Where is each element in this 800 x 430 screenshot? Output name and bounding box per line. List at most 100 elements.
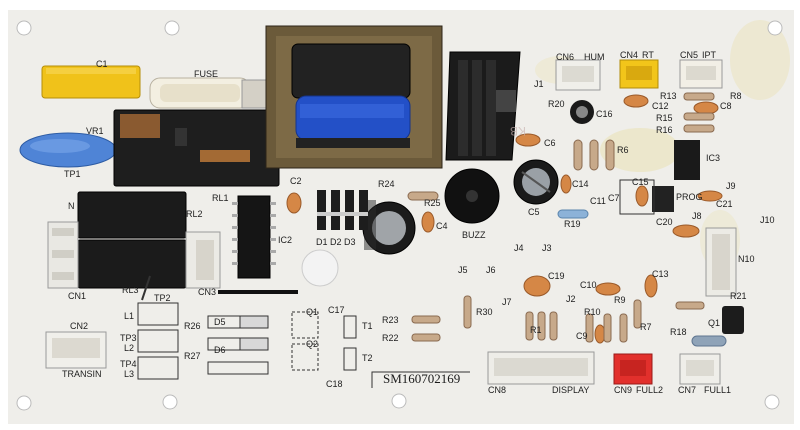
label-d5: D5 bbox=[214, 317, 226, 327]
connector-cn5 bbox=[679, 59, 723, 89]
logo-mark bbox=[301, 249, 339, 287]
label-r6: R6 bbox=[617, 145, 629, 155]
connector-cn6 bbox=[555, 59, 601, 91]
resistors bbox=[407, 92, 727, 347]
label-r20: R20 bbox=[548, 99, 565, 109]
label-transin: TRANSIN bbox=[62, 369, 102, 379]
label-rl3: RL3 bbox=[122, 285, 139, 295]
label-d3: D3 bbox=[344, 237, 356, 247]
label-j3: J3 bbox=[542, 243, 552, 253]
buzzer bbox=[444, 168, 500, 224]
label-r18: R18 bbox=[670, 327, 687, 337]
electrolytic-capacitor-c16 bbox=[570, 100, 594, 124]
label-full1: FULL1 bbox=[704, 385, 732, 395]
label-q2: Q2 bbox=[306, 339, 319, 349]
flux-stain bbox=[730, 20, 790, 100]
label-j6: J6 bbox=[486, 265, 496, 275]
label-c2: C2 bbox=[290, 176, 302, 186]
connector-cn2 bbox=[45, 331, 107, 369]
diode-d5 bbox=[239, 315, 269, 329]
label-r22: R22 bbox=[382, 333, 399, 343]
connector-cn1 bbox=[47, 221, 79, 289]
label-j2: J2 bbox=[566, 294, 576, 304]
label-r13: R13 bbox=[660, 91, 677, 101]
label-c7: C7 bbox=[608, 193, 620, 203]
label-j10: J10 bbox=[760, 215, 775, 225]
label-d2: D2 bbox=[330, 237, 342, 247]
label-cn10: N10 bbox=[738, 254, 755, 264]
label-r15: R15 bbox=[656, 113, 673, 123]
label-tp2: TP2 bbox=[154, 293, 171, 303]
label-r10: R10 bbox=[584, 307, 601, 317]
label-t1: T1 bbox=[362, 321, 373, 331]
label-j7: J7 bbox=[502, 297, 512, 307]
silkscreen-outlines bbox=[137, 179, 655, 388]
label-r25: R25 bbox=[424, 198, 441, 208]
label-c18: C18 bbox=[326, 379, 343, 389]
label-l2: L2 bbox=[124, 343, 135, 353]
label-display: DISPLAY bbox=[552, 385, 590, 395]
label-j1: J1 bbox=[534, 79, 544, 89]
label-c10: C10 bbox=[580, 280, 597, 290]
label-c11: C11 bbox=[590, 196, 606, 206]
label-r9: R9 bbox=[614, 295, 626, 305]
transformer bbox=[265, 25, 443, 169]
label-c6: C6 bbox=[544, 138, 556, 148]
relay-rl1 bbox=[113, 109, 280, 187]
label-r8: R8 bbox=[730, 91, 742, 101]
label-r21: R21 bbox=[730, 291, 747, 301]
label-r24: R24 bbox=[378, 179, 395, 189]
label-ic3: IC3 bbox=[706, 153, 721, 163]
label-hum: HUM bbox=[584, 52, 605, 62]
label-prog: PROG bbox=[676, 192, 703, 202]
label-c21: C21 bbox=[716, 199, 733, 209]
capacitor-c1 bbox=[41, 65, 141, 99]
label-c15: C15 bbox=[632, 177, 649, 187]
label-j4: J4 bbox=[514, 243, 524, 253]
label-c1: C1 bbox=[96, 59, 108, 69]
ceramic-capacitors bbox=[286, 94, 723, 344]
label-c13: C13 bbox=[652, 269, 669, 279]
label-cn6: CN6 bbox=[556, 52, 575, 62]
label-c17: C17 bbox=[328, 305, 345, 315]
label-c12: C12 bbox=[652, 101, 669, 111]
label-l3: L3 bbox=[124, 369, 135, 379]
diode-d6 bbox=[239, 337, 269, 351]
label-rl1: RL1 bbox=[212, 193, 229, 203]
label-c19: C19 bbox=[548, 271, 565, 281]
label-r7: R7 bbox=[640, 322, 652, 332]
serial-number: SM160702169 bbox=[383, 371, 461, 386]
label-c8: C8 bbox=[720, 101, 732, 111]
fuse bbox=[149, 77, 267, 109]
transistor-q1 bbox=[722, 306, 744, 334]
label-r16: R16 bbox=[656, 125, 673, 135]
label-rt: RT bbox=[642, 50, 654, 60]
connector-cn8 bbox=[487, 351, 595, 385]
label-j9: J9 bbox=[726, 181, 736, 191]
label-c20: C20 bbox=[656, 217, 673, 227]
label-tp1: TP1 bbox=[64, 169, 81, 179]
label-r19: R19 bbox=[564, 219, 581, 229]
label-t2: T2 bbox=[362, 353, 373, 363]
mounting-holes bbox=[16, 20, 783, 411]
label-j5: J5 bbox=[458, 265, 468, 275]
label-cn1: CN1 bbox=[68, 291, 87, 301]
label-c9: C9 bbox=[576, 331, 588, 341]
label-q1: Q1 bbox=[306, 307, 319, 317]
label-buzz: BUZZ bbox=[462, 230, 486, 240]
connector-cn3 bbox=[185, 231, 221, 289]
label-j8: J8 bbox=[692, 211, 702, 221]
label-r23: R23 bbox=[382, 315, 399, 325]
label-rl2: RL2 bbox=[186, 209, 203, 219]
label-n: N bbox=[68, 201, 75, 211]
flux-stain bbox=[600, 128, 680, 172]
label-d1: D1 bbox=[316, 237, 328, 247]
label-l1: L1 bbox=[124, 311, 135, 321]
heatsink bbox=[445, 51, 521, 161]
label-r1: R1 bbox=[530, 325, 542, 335]
label-tp4: TP4 bbox=[120, 359, 137, 369]
prog-header bbox=[652, 186, 674, 212]
label-full2: FULL2 bbox=[636, 385, 664, 395]
